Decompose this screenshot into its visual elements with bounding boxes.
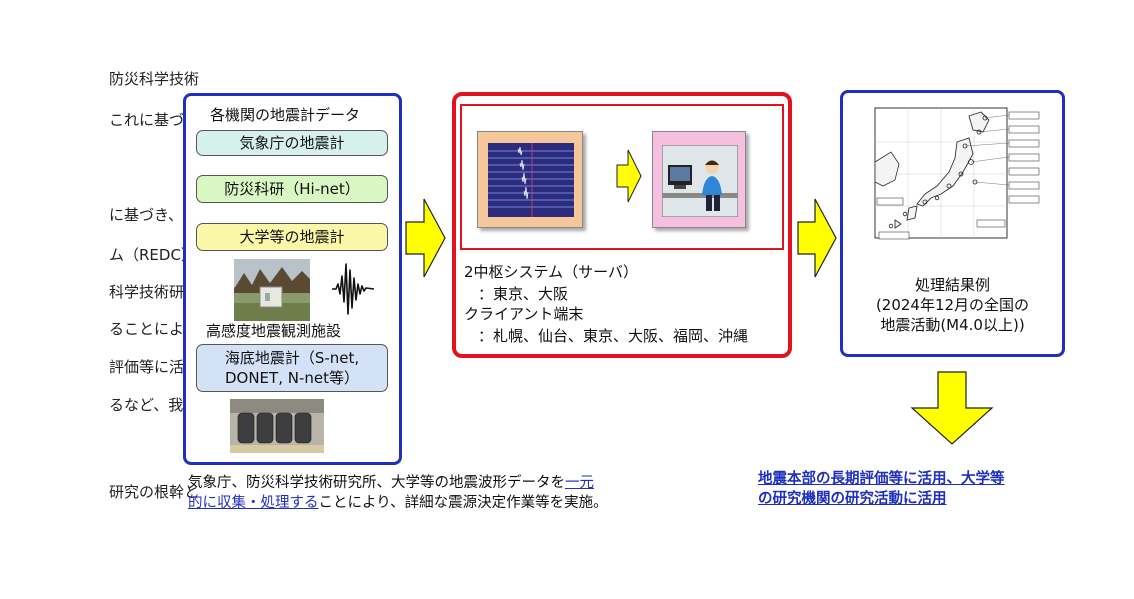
left-text-line: ム（REDC）」 <box>109 246 204 264</box>
earthquake-map-image <box>874 107 1040 240</box>
usage-link-line-1[interactable]: 地震本部の長期評価等に活用、大学等 <box>758 471 1005 487</box>
server-screen-box <box>477 131 583 228</box>
station-label: 高感度地震観測施設 <box>206 322 342 340</box>
left-text-line: 科学技術研究 <box>109 283 200 301</box>
operator-photo <box>662 145 738 217</box>
left-text-line: 研究の根幹と <box>109 483 200 501</box>
hinet-box: 防災科研（Hi-net） <box>196 175 388 203</box>
client-locations: ：札幌、仙台、東京、大阪、福岡、沖縄 <box>478 327 749 345</box>
waveform-icon <box>332 263 375 315</box>
arrow-right-icon <box>616 149 642 203</box>
usage-link-line-2[interactable]: の研究機関の研究活動に活用 <box>758 491 947 507</box>
caption-line-1: 気象庁、防災科学技術研究所、大学等の地震波形データを一元 <box>188 475 594 491</box>
waveform-display-icon <box>488 143 574 217</box>
server-system-label: 2中枢システム（サーバ） <box>464 263 638 281</box>
left-text-line: 防災科学技術 <box>109 70 200 88</box>
seafloor-seismometer-box: 海底地震計（S-net, DONET, N-net等） <box>196 344 388 392</box>
station-photo <box>234 259 310 321</box>
arrow-down-icon <box>910 371 994 445</box>
unified-collection-link[interactable]: 的に収集・処理する <box>188 495 319 511</box>
seafloor-cable-photo <box>230 399 324 453</box>
processing-system-panel: 2中枢システム（サーバ） ：東京、大阪 クライアント端末 ：札幌、仙台、東京、大… <box>452 92 792 358</box>
university-seismometer-box: 大学等の地震計 <box>196 223 388 251</box>
panel-title: 各機関の地震計データ <box>210 106 361 124</box>
caption-line-2: 的に収集・処理することにより、詳細な震源決定作業等を実施。 <box>188 495 608 511</box>
seismometer-data-panel: 各機関の地震計データ 気象庁の地震計 防災科研（Hi-net） 大学等の地震計 … <box>183 93 402 465</box>
system-diagram-frame <box>460 104 784 250</box>
result-example-panel: 処理結果例 (2024年12月の全国の 地震活動(M4.0以上)) <box>840 90 1065 357</box>
server-locations: ：東京、大阪 <box>478 285 569 303</box>
result-example-criteria: 地震活動(M4.0以上)) <box>880 316 1025 334</box>
client-terminal-label: クライアント端末 <box>464 305 584 323</box>
arrow-right-icon <box>405 198 446 278</box>
arrow-right-icon <box>797 198 837 278</box>
result-example-title: 処理結果例 <box>914 276 990 294</box>
result-example-period: (2024年12月の全国の <box>875 296 1030 314</box>
client-terminal-box <box>652 131 746 228</box>
unified-collection-link[interactable]: 一元 <box>565 475 594 491</box>
jma-seismometer-box: 気象庁の地震計 <box>196 130 388 156</box>
